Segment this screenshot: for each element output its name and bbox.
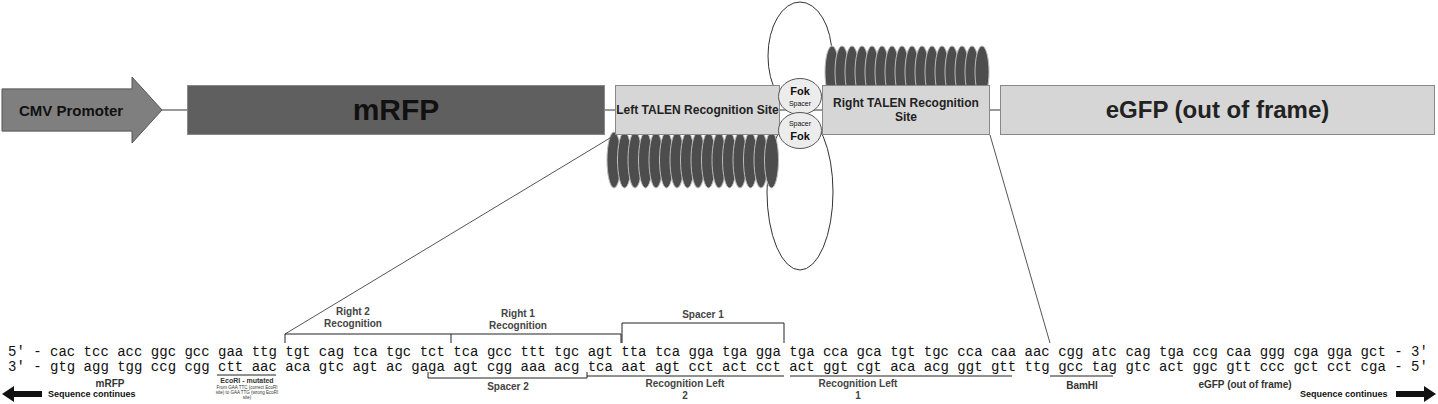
node-text: Left TALEN Recognition Site [616,103,778,117]
site-label: EcoRI - mutated [210,377,284,385]
talen-repeats [607,132,779,188]
continuation-note: Sequence continues [48,389,168,400]
region-label: Right 2 Recognition [318,306,388,330]
recognition-site-box: Left TALEN Recognition Site [615,85,780,135]
node-text: Spacer [789,119,811,128]
bracket [622,323,784,343]
site-label: BamHI [1052,380,1112,392]
foki-circle: FokSpacer [778,78,822,115]
region-label: Recognition Left 1 [818,378,898,402]
promoter-arrow: CMV Promoter [2,77,162,143]
recognition-site-box: Right TALEN Recognition Site [822,85,990,135]
node-text: CMV Promoter [19,102,145,119]
region-label: Spacer 2 [468,381,548,393]
connector-line [162,110,187,111]
connector-line [990,110,1000,111]
node-text: mRFP [353,93,440,127]
zoom-leader [990,135,1050,343]
dna-sequence: 5' - cac tcc acc ggc gcc gaa ttg tgt cag… [8,345,1433,359]
node-text: Spacer [789,99,811,108]
arrow-shape [2,77,162,143]
region-label: Spacer 1 [663,309,743,321]
dna-sequence: 3' - gtg agg tgg ccg cgg ctt aac aca gtc… [8,360,1433,374]
bracket-tick [451,334,452,343]
bracket [285,334,621,343]
gene-box: mRFP [187,85,605,135]
connector-line [605,110,615,111]
region-label: Recognition Left 2 [645,378,725,402]
region-label: eGFP (out of frame) [1175,379,1315,391]
node-text: Fok [790,85,810,97]
zoom-leader [285,135,615,334]
underline [587,376,784,377]
node-text: Right TALEN Recognition Site [823,96,989,124]
talen-loop [767,114,833,270]
underline [1050,376,1113,377]
site-note: From GAA TTC (correct EcoRI site) to GAA… [214,385,280,400]
gene-box: eGFP (out of frame) [1000,85,1435,135]
circle-shape [779,113,822,149]
underline [790,376,1012,377]
node-text: eGFP (out of frame) [1106,96,1330,124]
region-label: mRFP [80,378,140,390]
continue-arrow [2,386,42,402]
circle-shape [779,79,822,115]
node-text: Fok [790,130,810,142]
talen-repeat [765,132,779,188]
foki-circle: SpacerFok [778,112,822,149]
continuation-note: Sequence continues [1300,389,1395,400]
region-label: Right 1 Recognition [478,308,558,332]
continue-arrow [1396,386,1436,402]
underline [217,375,276,376]
